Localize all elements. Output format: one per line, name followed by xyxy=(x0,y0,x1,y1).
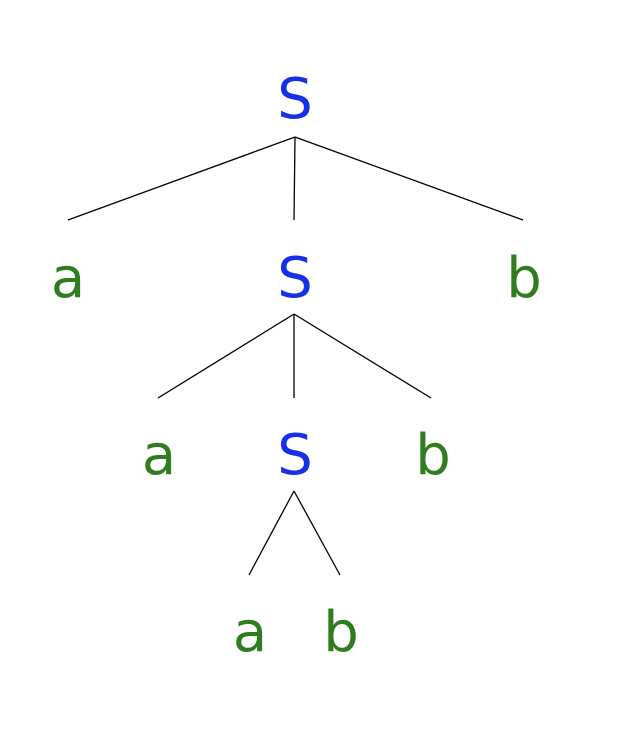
node-level4-b: b xyxy=(323,600,359,665)
edge-level2-to-b xyxy=(293,313,432,399)
node-level4-a: a xyxy=(233,600,267,665)
node-level3-s: S xyxy=(277,423,313,488)
edge-root-to-s xyxy=(293,136,296,221)
edge-level3-to-b xyxy=(293,490,341,576)
edge-root-to-b xyxy=(294,136,524,221)
node-root-s: S xyxy=(277,67,313,132)
edge-level2-to-a xyxy=(157,313,295,399)
node-level3-a: a xyxy=(142,423,176,488)
node-level2-s: S xyxy=(277,246,313,311)
node-level3-b: b xyxy=(415,423,451,488)
edge-level3-to-a xyxy=(248,490,295,576)
node-level2-a: a xyxy=(51,246,85,311)
edge-root-to-a xyxy=(67,136,296,221)
node-level2-b: b xyxy=(506,246,542,311)
